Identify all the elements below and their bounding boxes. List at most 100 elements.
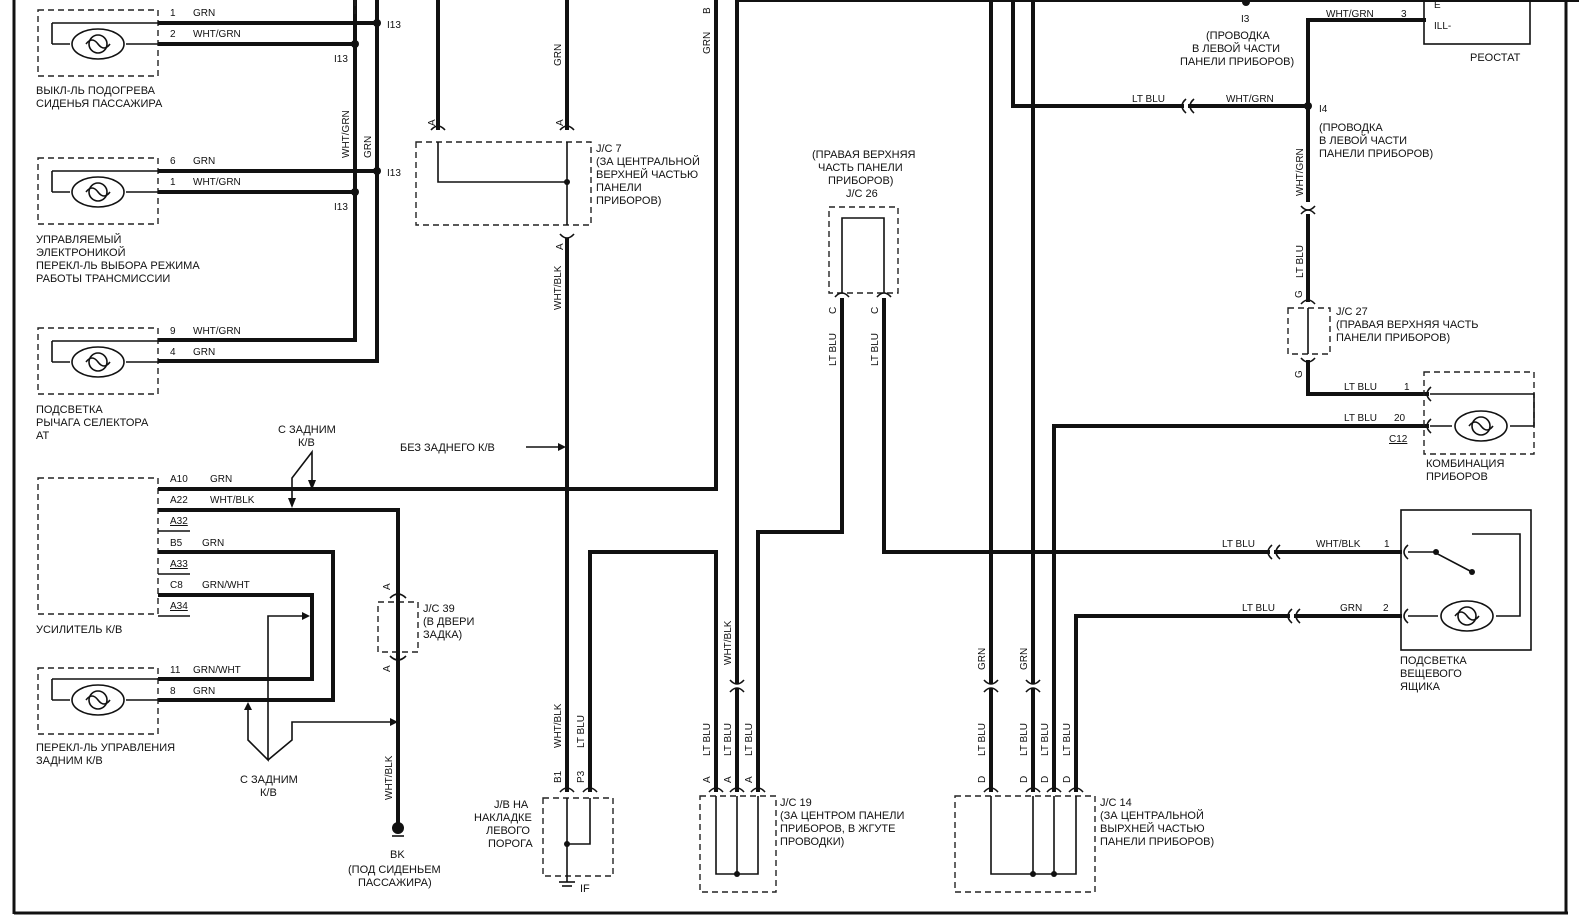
rear-pin-8: 8: [170, 686, 176, 697]
bus-wire-whtgrn: WHT/GRN: [341, 110, 352, 158]
jc26-pin-c1: C: [828, 307, 839, 314]
i4-label-2: В ЛЕВОЙ ЧАСТИ: [1319, 134, 1407, 147]
wire-whtblk-gnd: WHT/BLK: [384, 755, 395, 800]
sel-pin-4: 4: [170, 347, 176, 358]
note-top-2: К/В: [298, 437, 315, 449]
gnd-label-1: BK: [390, 849, 405, 861]
jc14-wire-2: LT BLU: [1019, 723, 1030, 756]
jb-label-1: J/B НА: [494, 799, 529, 811]
trans-label-1: УПРАВЛЯЕМЫЙ: [36, 233, 121, 246]
jc7-label-1: J/C 7: [596, 143, 622, 155]
trunk-wire-whtblk2: WHT/BLK: [723, 620, 734, 665]
jc19-pin-a3: A: [744, 776, 755, 783]
i4-wire-whtgrn: WHT/GRN: [1226, 94, 1274, 105]
jc19-label-4: ПРОВОДКИ): [780, 836, 844, 848]
jc27: G G J/C 27 (ПРАВАЯ ВЕРХНЯЯ ЧАСТЬ ПАНЕЛИ …: [1287, 290, 1479, 396]
meter-label-1: КОМБИНАЦИЯ: [1426, 458, 1504, 470]
jc14-wire-4: LT BLU: [1062, 723, 1073, 756]
rheo-wire-whtgrn: WHT/GRN: [1326, 9, 1374, 20]
glove-pin-2: 2: [1383, 603, 1389, 614]
trans-wire-grn: GRN: [193, 156, 215, 167]
rear-wire-grn: GRN: [193, 686, 215, 697]
jc14-pin-d4: D: [1062, 776, 1073, 783]
jc7-label-3: ВЕРХНЕЙ ЧАСТЬЮ: [596, 168, 698, 181]
note-bottom-2: К/В: [260, 787, 277, 799]
jc19-label-1: J/C 19: [780, 797, 812, 809]
amp-wire-a22: WHT/BLK: [210, 495, 255, 506]
i4-label-3: ПАНЕЛИ ПРИБОРОВ): [1319, 148, 1433, 160]
jc26: (ПРАВАЯ ВЕРХНЯЯ ЧАСТЬ ПАНЕЛИ ПРИБОРОВ) J…: [812, 149, 1270, 554]
jc39-pin-a-top: A: [382, 583, 393, 590]
frame: [12, 0, 1568, 915]
jb-label-4: ПОРОГА: [488, 838, 533, 850]
heater-pin-2: 2: [170, 29, 176, 40]
jc19-label-3: ПРИБОРОВ, В ЖГУТЕ: [780, 823, 895, 835]
rheo-pin-ill: ILL-: [1434, 21, 1451, 32]
sel-wire-grn: GRN: [193, 347, 215, 358]
jc19-wire-1: LT BLU: [702, 723, 713, 756]
rear-pin-11: 11: [170, 665, 181, 676]
jb-wire-whtblk: WHT/BLK: [553, 703, 564, 748]
jc27-pin-g2: G: [1294, 370, 1305, 378]
trans-pin-6: 6: [170, 156, 176, 167]
glovebox-light: LT BLU WHT/BLK 1 LT BLU GRN 2 ПОДСВЕТКА …: [1222, 509, 1532, 693]
amplifier-wires: [158, 487, 718, 824]
jc7-wire-whtblk: WHT/BLK: [553, 265, 564, 310]
sel-wire-whtgrn: WHT/GRN: [193, 326, 241, 337]
jc39-pin-a-bot: A: [382, 665, 393, 672]
rheo-pin-e: E: [1434, 0, 1441, 11]
i3-label-2: В ЛЕВОЙ ЧАСТИ: [1192, 42, 1280, 55]
jc14-pin-d3: D: [1040, 776, 1051, 783]
trans-mode-switch: 6 GRN 1 WHT/GRN УПРАВЛЯЕМЫЙ ЭЛЕКТРОНИКОЙ…: [36, 156, 241, 285]
meter-pin-20: 20: [1394, 413, 1406, 424]
heater-switch-label-2: СИДЕНЬЯ ПАССАЖИРА: [36, 98, 163, 110]
heater-wire-whtgrn: WHT/GRN: [193, 29, 241, 40]
jc27-label-1: J/C 27: [1336, 306, 1368, 318]
rear-ac-switch: 11 GRN/WHT 8 GRN ПЕРЕКЛ-ЛЬ УПРАВЛЕНИЯ ЗА…: [36, 665, 241, 767]
jc26-label-2: ЧАСТЬ ПАНЕЛИ: [818, 162, 903, 174]
jb-wire-ltblu: LT BLU: [576, 715, 587, 748]
bus-wire-grn: GRN: [363, 136, 374, 158]
i13-label-4: I13: [334, 202, 348, 213]
jc19: A A A LT BLU LT BLU LT BLU J/C 19 (ЗА ЦЕ…: [699, 530, 904, 893]
jc14-label-2: (ЗА ЦЕНТРАЛЬНОЙ: [1100, 809, 1204, 822]
rheostat-label: РЕОСТАТ: [1470, 52, 1521, 64]
rear-ac-notes: С ЗАДНИМ К/В БЕЗ ЗАДНЕГО К/В С ЗАДНИМ К/…: [240, 424, 566, 799]
amp-pin-a33: A33: [170, 559, 188, 570]
jc19-pin-a1: A: [702, 776, 713, 783]
sel-pin-9: 9: [170, 326, 176, 337]
gnd-label-3: ПАССАЖИРА): [358, 877, 432, 889]
glove-label-1: ПОДСВЕТКА: [1400, 655, 1467, 667]
trans-label-4: РАБОТЫ ТРАНСМИССИИ: [36, 273, 170, 285]
jc7-pin-a2: A: [555, 119, 566, 126]
trans-label-3: ПЕРЕКЛ-ЛЬ ВЫБОРА РЕЖИМА: [36, 260, 200, 272]
gnd-label-2: (ПОД СИДЕНЬЕМ: [348, 864, 441, 876]
heater-switch: 1 GRN 2 WHT/GRN ВЫКЛ-ЛЬ ПОДОГРЕВА СИДЕНЬ…: [36, 8, 241, 110]
combination-meter: LT BLU 1 LT BLU 20 C12 КОМБИНАЦИЯ ПРИБОР…: [1344, 371, 1535, 483]
ac-amplifier: A10 GRN A22 WHT/BLK A32 B5 GRN A33 C8 GR…: [36, 474, 716, 636]
rheo-pin-3: 3: [1401, 9, 1407, 20]
jc19-label-2: (ЗА ЦЕНТРОМ ПАНЕЛИ: [780, 810, 904, 822]
amp-pin-b5: B5: [170, 538, 183, 549]
jc26-wire-2: LT BLU: [870, 333, 881, 366]
note-bottom-1: С ЗАДНИМ: [240, 774, 298, 786]
jc19-pin-a2: A: [723, 776, 734, 783]
sel-label-1: ПОДСВЕТКА: [36, 404, 103, 416]
amp-pin-a34: A34: [170, 601, 188, 612]
jc19-wire-2: LT BLU: [723, 723, 734, 756]
glove-label-3: ЯЩИКА: [1400, 681, 1441, 693]
jb-pin-p3: P3: [576, 770, 587, 783]
rear-label-1: ПЕРЕКЛ-ЛЬ УПРАВЛЕНИЯ: [36, 742, 175, 754]
amp-pin-c8: C8: [170, 580, 183, 591]
i4-wire-ltblu: LT BLU: [1132, 94, 1165, 105]
rear-label-2: ЗАДНИМ К/В: [36, 755, 103, 767]
selector-light: 9 WHT/GRN 4 GRN ПОДСВЕТКА РЫЧАГА СЕЛЕКТО…: [36, 326, 241, 442]
glove-wire-ltblu2: LT BLU: [1242, 603, 1275, 614]
glove-label-2: ВЕЩЕВОГО: [1400, 668, 1462, 680]
i13-bus: I13 I13 I13 I13 WHT/GRN GRN: [158, 0, 401, 363]
trans-pin-1: 1: [170, 177, 176, 188]
v-wire-whtgrn: WHT/GRN: [1295, 148, 1306, 196]
heater-pin-1: 1: [170, 8, 176, 19]
